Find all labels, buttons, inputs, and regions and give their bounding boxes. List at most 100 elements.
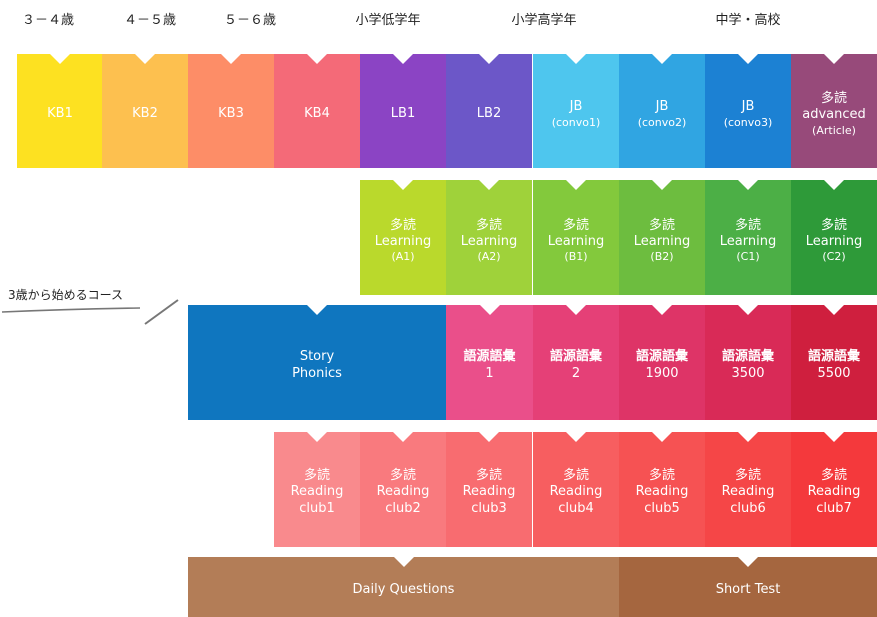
course-label-line: Learning — [460, 233, 518, 249]
course-label-line: Learning — [805, 233, 863, 249]
notch-marker — [307, 305, 327, 315]
notch-marker — [221, 54, 241, 64]
age-label-lower-elementary: 小学低学年 — [355, 13, 421, 28]
course-label-line: 5500 — [817, 365, 851, 381]
notch-marker — [307, 432, 327, 442]
notch-marker — [50, 54, 70, 64]
course-label-line: 多読 — [820, 468, 847, 484]
course-label-line: Learning — [719, 233, 777, 249]
notch-marker — [566, 432, 586, 442]
age-label-upper-elementary: 小学高学年 — [511, 13, 577, 28]
notch-marker — [738, 557, 758, 567]
notch-marker — [135, 54, 155, 64]
notch-marker — [566, 305, 586, 315]
course-label-line: 多読 — [562, 468, 589, 484]
course-label: Short Test — [716, 582, 781, 598]
row1-course-cell-4: KB4 — [274, 54, 360, 168]
course-label-line: club1 — [299, 500, 335, 516]
course-label-line: Reading — [635, 484, 689, 500]
row5-course-cell-2: Short Test — [619, 557, 877, 617]
course-label-line: (A1) — [391, 250, 415, 264]
notch-marker — [652, 305, 672, 315]
course-label-line: 語源語彙 — [635, 349, 688, 365]
course-label-line: 1 — [485, 365, 494, 381]
notch-marker — [393, 432, 413, 442]
notch-marker — [824, 305, 844, 315]
course-label-line: 多読 — [475, 468, 502, 484]
course-label-line: 多読 — [820, 91, 847, 107]
age-label-5-6: ５－６歳 — [223, 13, 277, 28]
course-label-line: 多読 — [562, 217, 589, 233]
row1-course-cell-8: JB(convo2) — [619, 54, 705, 168]
course-label-line: (C1) — [736, 250, 760, 264]
course-label-line: 語源語彙 — [807, 349, 860, 365]
course-label-line: 語源語彙 — [463, 349, 516, 365]
course-label-line: (B1) — [564, 250, 588, 264]
course-label-line: advanced — [802, 107, 866, 123]
notch-marker — [479, 305, 500, 315]
course-label-line: Reading — [376, 484, 430, 500]
course-label-line: JB — [741, 99, 755, 115]
course-label-line: 多読 — [475, 217, 502, 233]
course-label-line: (convo3) — [723, 115, 773, 129]
course-label-line: 語源語彙 — [549, 349, 602, 365]
notch-marker — [738, 180, 758, 190]
age-label-4-5: ４－５歳 — [123, 13, 177, 28]
notch-marker — [479, 432, 499, 442]
course-label-line: (convo2) — [637, 115, 687, 129]
course-label-line: Reading — [290, 484, 344, 500]
row1-course-cell-7: JB(convo1) — [533, 54, 619, 168]
notch-marker — [824, 432, 844, 442]
course-label-line: 多読 — [389, 217, 416, 233]
age-label-3-4: ３－４歳 — [21, 13, 75, 28]
course-label-line: KB1 — [47, 105, 73, 121]
row1-course-cell-2: KB2 — [102, 54, 188, 168]
row1-course-cell-5: LB1 — [360, 54, 446, 168]
course-label-line: Learning — [633, 233, 691, 249]
row1-course-cell-6: LB2 — [446, 54, 532, 168]
course-start-label: 3歳から始めるコース — [8, 288, 124, 302]
label-swash — [1, 299, 179, 325]
course-label-line: KB4 — [304, 105, 330, 121]
course-label-line: Story — [299, 349, 335, 365]
row1-course-cell-1: KB1 — [17, 54, 103, 168]
course-label-line: LB2 — [476, 105, 502, 121]
notch-marker — [652, 54, 672, 64]
course-label-line: Reading — [721, 484, 775, 500]
course-label: KB4 — [304, 106, 330, 122]
notch-marker — [824, 54, 844, 64]
course-label-line: Short Test — [715, 581, 781, 597]
course-label-line: (B2) — [650, 250, 674, 264]
notch-marker — [738, 305, 758, 315]
age-label-junior-senior-high: 中学・高校 — [715, 13, 781, 28]
course-label-line: Learning — [374, 233, 432, 249]
course-label-line: LB1 — [390, 105, 416, 121]
course-label: LB1 — [391, 106, 415, 122]
course-label-line: 3500 — [731, 365, 765, 381]
course-label-line: 多読 — [389, 468, 416, 484]
